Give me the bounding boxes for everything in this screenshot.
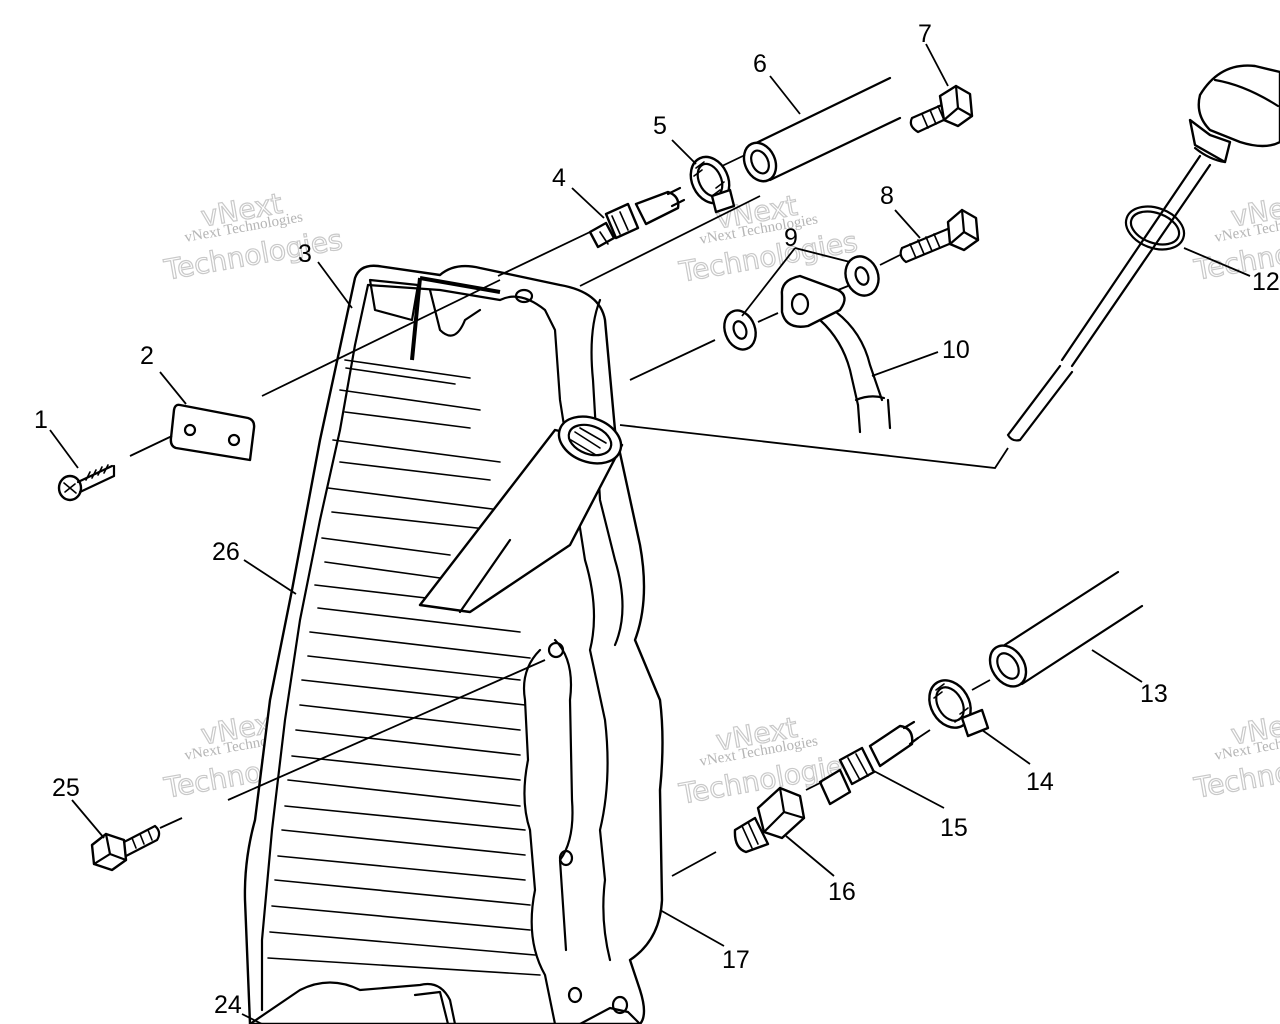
callout-12: 12 [1252, 268, 1280, 296]
callout-3: 3 [298, 240, 312, 268]
callout-4: 4 [552, 164, 566, 192]
callout-5: 5 [653, 112, 667, 140]
callout-7: 7 [918, 20, 932, 48]
part-4-fitting [588, 186, 686, 249]
part-1-screw [57, 464, 116, 502]
part-2-bracket [169, 403, 256, 462]
callout-10: 10 [942, 336, 970, 364]
part-25-bolt [90, 824, 161, 872]
part-13-hose [988, 570, 1144, 688]
part-5-clamp [689, 155, 736, 214]
part-6-hose [742, 76, 902, 183]
callout-26: 26 [212, 538, 240, 566]
callout-17: 17 [722, 946, 750, 974]
callout-15: 15 [940, 814, 968, 842]
watermark: vNext vNext Technologies Technologies [1191, 704, 1280, 805]
part-14-clamp [928, 679, 990, 738]
filler-neck [418, 415, 624, 614]
part-7-bolt [909, 84, 974, 134]
callout-9: 9 [784, 224, 798, 252]
callout-13: 13 [1140, 680, 1168, 708]
part-8-bolt [899, 208, 980, 264]
callout-24: 24 [214, 991, 242, 1019]
callout-14: 14 [1026, 768, 1054, 796]
callout-8: 8 [880, 182, 894, 210]
part-12-dipstick [1006, 64, 1280, 442]
part-10-banjo [780, 274, 892, 434]
oil-tank [243, 264, 664, 1024]
callout-6: 6 [753, 50, 767, 78]
callout-leaders [49, 43, 1251, 1024]
watermark: vNext vNext Technologies Technologies [676, 188, 861, 289]
part-15-fitting [818, 720, 920, 806]
watermark: vNext vNext Technologies Technologies [161, 186, 346, 287]
part-24-lower-fitting [578, 1006, 642, 1024]
tank-ribs [267, 359, 541, 976]
callout-16: 16 [828, 878, 856, 906]
callout-2: 2 [140, 342, 154, 370]
part-9-washers [723, 255, 880, 351]
assembly-lines [129, 154, 1009, 877]
callout-1: 1 [34, 406, 48, 434]
callout-labels: 1 2 3 4 5 6 7 8 9 10 12 13 14 15 16 17 2… [34, 20, 1280, 1019]
callout-25: 25 [52, 774, 80, 802]
part-16-fitting [733, 786, 806, 854]
